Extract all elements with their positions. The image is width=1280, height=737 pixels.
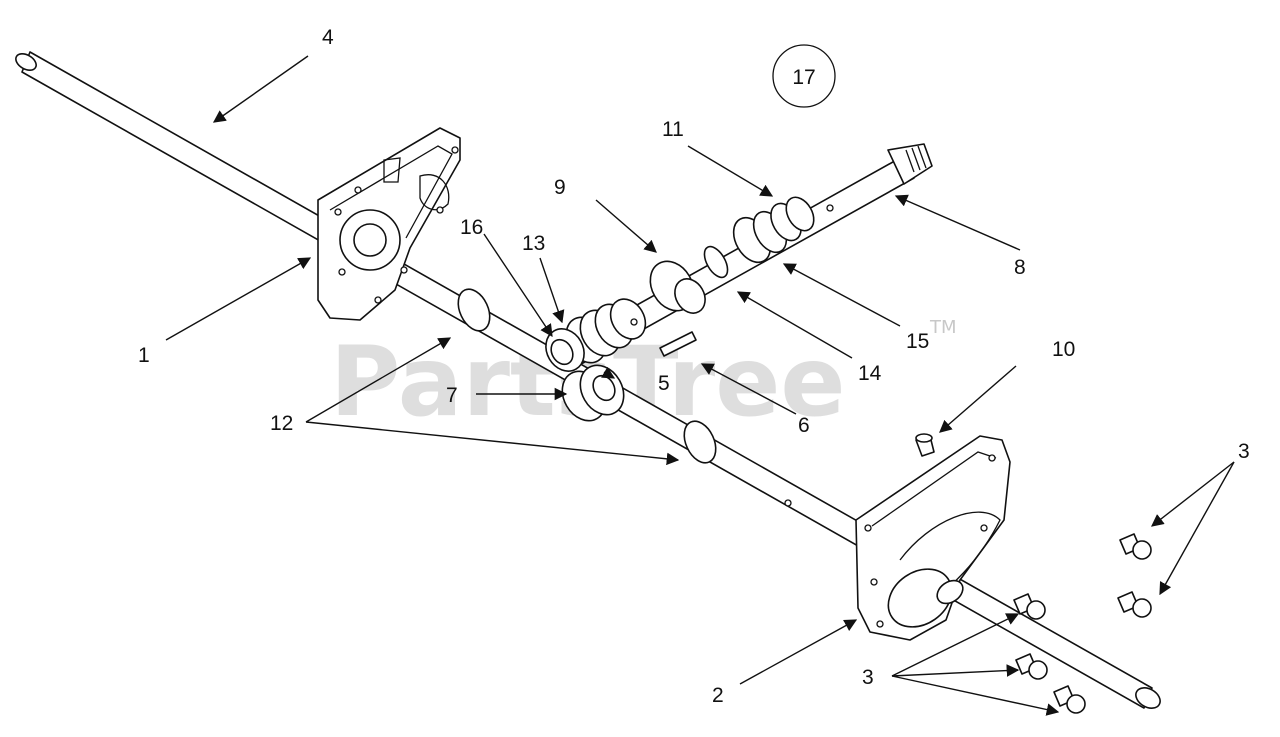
bolt-2 <box>1117 591 1152 618</box>
callout-8: 8 <box>1014 256 1026 279</box>
left-gear-case <box>317 127 461 321</box>
grease-fitting <box>915 433 935 457</box>
bolt-4 <box>1015 653 1048 680</box>
callout-10: 10 <box>1052 338 1075 361</box>
callout-3-right: 3 <box>1238 440 1250 463</box>
callout-7: 7 <box>446 384 458 407</box>
callout-9: 9 <box>554 176 566 199</box>
thrust-washer <box>703 245 729 279</box>
gear <box>561 364 625 422</box>
outer-bearing <box>770 196 815 242</box>
bolt-5 <box>1053 685 1086 714</box>
washer-right <box>683 420 717 464</box>
callout-11: 11 <box>662 118 684 141</box>
callout-15: 15 <box>906 330 929 353</box>
spring-pin <box>659 331 697 357</box>
callout-1: 1 <box>138 344 150 367</box>
bolt-1 <box>1119 533 1152 560</box>
figure-number-circle <box>772 44 836 108</box>
right-gear-case <box>855 435 1011 641</box>
collar <box>649 260 706 314</box>
callout-13: 13 <box>522 232 545 255</box>
callout-4: 4 <box>322 26 334 49</box>
callout-6: 6 <box>798 414 810 437</box>
figure-number: 17 <box>792 66 815 89</box>
leader-lines <box>165 55 1235 716</box>
callout-12: 12 <box>270 412 293 435</box>
bearing <box>545 328 585 372</box>
callout-5: 5 <box>658 372 670 395</box>
callout-2: 2 <box>712 684 724 707</box>
bolt-3 <box>1013 593 1046 620</box>
washer-left <box>457 288 491 332</box>
callout-16: 16 <box>460 216 483 239</box>
trademark-mark: TM <box>929 317 957 338</box>
callout-3-bottom: 3 <box>862 666 874 689</box>
callout-14: 14 <box>858 362 882 385</box>
